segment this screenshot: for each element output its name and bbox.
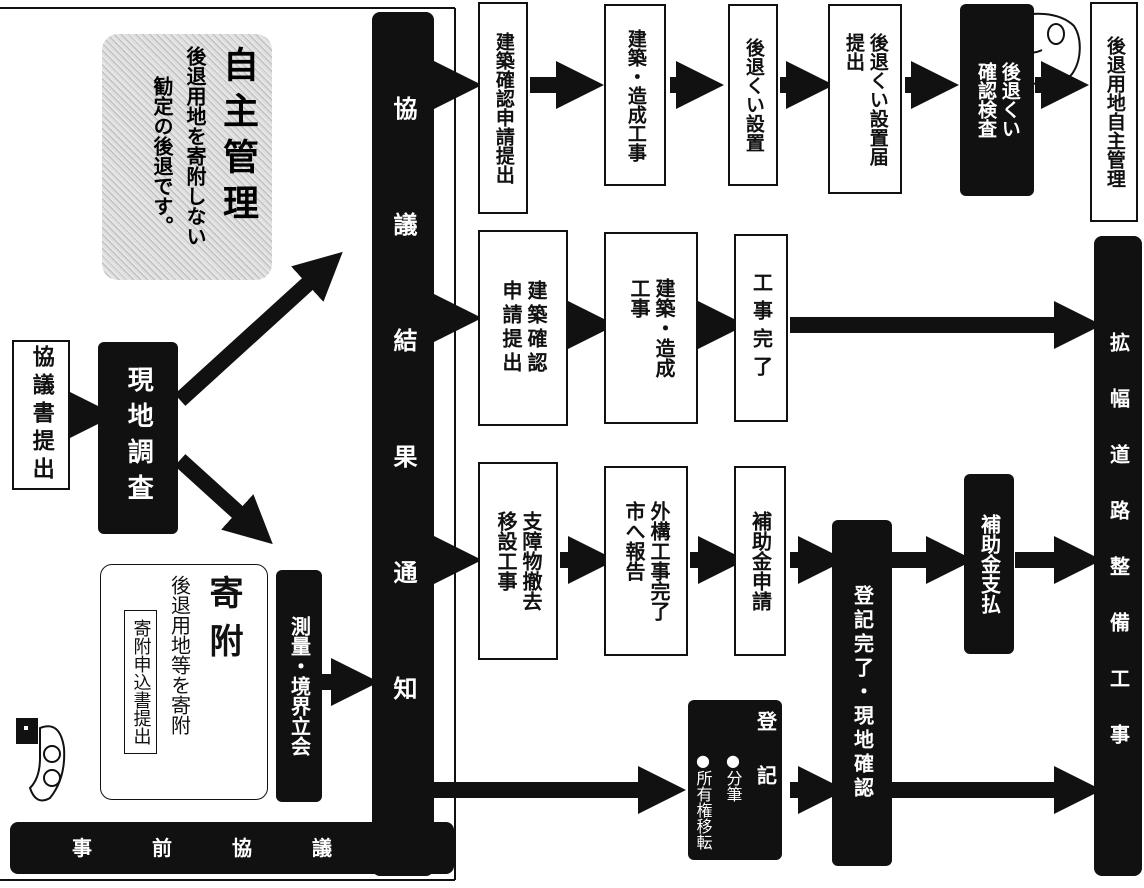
toki-box: 登記 ●分筆 ●所有権移転 [688, 700, 782, 860]
jishu-line2: 勧定の後退です。 [150, 76, 174, 236]
toki-kanryo-box: 登記完了・現地確認 [832, 520, 892, 866]
col3-box-1: 建築確認申請提出 [478, 2, 528, 214]
col3-label-5: 後退くい 確認検査 [975, 62, 1021, 138]
col3-label-1: 建築確認申請提出 [492, 32, 515, 184]
kekka-label: 協議結果通知 [389, 96, 417, 792]
col3-label-4: 後退くい設置届 提出 [843, 32, 889, 166]
jishu-title: 自主管理 [217, 46, 258, 230]
toki-title: 登記 [753, 710, 778, 819]
sokuryo-label: 測量・境界立会 [287, 616, 312, 756]
hojokin-label: 補助金支払 [977, 514, 1002, 614]
col2-label-2: 建築・造成 工事 [627, 278, 676, 378]
sokuryo-box: 測量・境界立会 [276, 570, 322, 802]
hojokin-box: 補助金支払 [964, 474, 1014, 654]
kekka-bar: 協議結果通知 [372, 12, 434, 876]
jishu-line1: 後退用地を寄附しない [183, 46, 207, 246]
col2-box-2: 建築・造成 工事 [604, 232, 698, 424]
genchi-box: 現地調査 [98, 342, 178, 534]
col1-label-3: 補助金申請 [748, 511, 773, 611]
col1-label-1: 支障物撤去 移設工事 [494, 511, 543, 611]
kifu-subtitle: 後退用地等を寄附 [167, 575, 192, 735]
kakufuku-bar: 拡幅道路整備工事 [1094, 236, 1142, 876]
col1-box-1: 支障物撤去 移設工事 [478, 462, 558, 660]
prior-consultation-label: 事前協議 [72, 835, 392, 860]
kyogisho-label: 協議書提出 [28, 345, 54, 485]
arrow-genchi-jishu [174, 251, 343, 406]
toki-kanryo-label: 登記完了・現地確認 [850, 585, 875, 801]
kifu-title: 寄附 [203, 575, 243, 671]
toki-bullet-2: ●所有権移転 [693, 750, 713, 850]
col2-label-1: 建築確認 申請提出 [499, 280, 548, 376]
col3-label-3: 後退くい設置 [742, 38, 765, 152]
col1-label-2: 外構工事完了 市へ報告 [622, 501, 671, 621]
col1-box-2: 外構工事完了 市へ報告 [604, 466, 688, 656]
toki-bullet-1: ●分筆 [723, 750, 743, 802]
col3-label-6: 後退用地自主管理 [1103, 36, 1126, 188]
mascot-person-icon [10, 708, 70, 808]
arrow-genchi-kifu [174, 454, 273, 545]
kifu-form: 寄附申込書提出 [124, 610, 157, 754]
col3-box-2: 建築・造成工事 [604, 4, 666, 186]
kakufuku-label: 拡幅道路整備工事 [1106, 332, 1131, 780]
genchi-label: 現地調査 [123, 366, 154, 510]
col2-label-3: 工事完了 [749, 272, 774, 384]
col3-box-3: 後退くい設置 [728, 4, 778, 186]
col3-box-5: 後退くい 確認検査 [960, 4, 1034, 196]
col1-box-3: 補助金申請 [734, 466, 786, 656]
col2-box-3: 工事完了 [734, 234, 788, 422]
kifu-box: 寄附 後退用地等を寄附 寄附申込書提出 [100, 564, 268, 800]
col3-box-6: 後退用地自主管理 [1090, 2, 1138, 222]
jishu-box: 自主管理 後退用地を寄附しない 勧定の後退です。 [102, 34, 272, 280]
col3-label-2: 建築・造成工事 [624, 28, 647, 162]
col2-box-1: 建築確認 申請提出 [478, 230, 568, 426]
kyogisho-box: 協議書提出 [12, 340, 70, 490]
col3-box-4: 後退くい設置届 提出 [828, 4, 902, 194]
